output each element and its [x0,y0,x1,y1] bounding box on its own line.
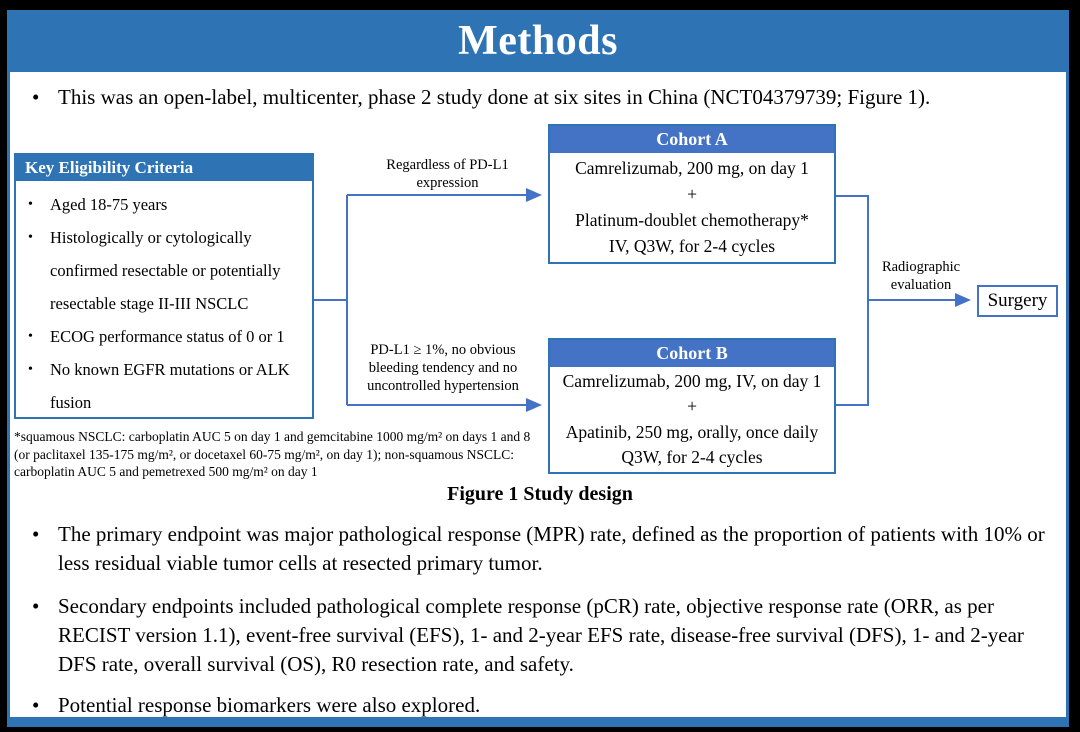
cohort-b-line: Camrelizumab, 200 mg, IV, on day 1 [562,371,822,392]
page-title: Methods [458,18,618,64]
figure-footnote: *squamous NSCLC: carboplatin AUC 5 on da… [14,429,531,479]
endpoint-bullet-text: The primary endpoint was major pathologi… [58,522,1045,575]
bullet-marker: • [32,522,40,546]
list-item: • Potential response biomarkers were als… [30,691,1045,720]
title-bar: Methods [7,10,1069,72]
list-item: • This was an open-label, multicenter, p… [30,83,1045,112]
cohort-a-box: Cohort A Camrelizumab, 200 mg, on day 1 … [548,124,836,264]
radiographic-evaluation-label: Radiographic evaluation [881,259,961,293]
cohort-a-body: Camrelizumab, 200 mg, on day 1 + Platinu… [550,153,834,262]
plus-sign: + [687,396,697,417]
endpoint-bullet-text: Potential response biomarkers were also … [58,693,481,717]
cohort-b-header: Cohort B [550,340,834,367]
bullet-marker: • [32,594,40,618]
cohort-a-line: IV, Q3W, for 2-4 cycles [608,236,776,256]
list-item: • Histologically or cytologically confir… [28,221,306,320]
cohort-b-line: Apatinib, 250 mg, orally, once daily [565,421,819,442]
eligibility-header: Key Eligibility Criteria [16,155,312,181]
eligibility-item-text: No known EGFR mutations or ALK fusion [50,360,290,412]
eligibility-box: Key Eligibility Criteria • Aged 18-75 ye… [14,153,314,419]
cohort-b-box: Cohort B Camrelizumab, 200 mg, IV, on da… [548,338,836,474]
eligibility-list: • Aged 18-75 years • Histologically or c… [16,181,312,419]
cohort-a-line: Platinum-doublet chemotherapy* [575,210,809,230]
bullet-marker: • [28,197,33,212]
plus-sign: + [687,184,697,204]
eligibility-item-text: Histologically or cytologically confirme… [50,228,281,313]
cohort-b-line: Q3W, for 2-4 cycles [621,446,763,467]
figure-caption: Figure 1 Study design [447,483,633,505]
cohort-a-line: Camrelizumab, 200 mg, on day 1 [575,158,809,178]
list-item: • Secondary endpoints included pathologi… [30,592,1045,679]
cohort-b-body: Camrelizumab, 200 mg, IV, on day 1 + Apa… [550,367,834,472]
list-item: • No known EGFR mutations or ALK fusion [28,353,306,419]
bullet-marker: • [28,362,33,377]
surgery-box: Surgery [977,285,1058,317]
eligibility-item-text: ECOG performance status of 0 or 1 [50,327,285,346]
bullet-marker: • [28,230,33,245]
intro-bullet-text: This was an open-label, multicenter, pha… [58,85,931,109]
bullet-marker: • [32,693,40,717]
bullet-marker: • [28,329,33,344]
branch-label-bottom: PD-L1 ≥ 1%, no obvious bleeding tendency… [367,342,519,394]
cohort-a-header: Cohort A [550,126,834,153]
list-item: • The primary endpoint was major patholo… [30,520,1045,578]
eligibility-item-text: Aged 18-75 years [50,195,168,214]
surgery-label: Surgery [987,290,1048,311]
branch-label-top: Regardless of PD-L1 expression [386,157,509,191]
endpoint-bullet-text: Secondary endpoints included pathologica… [58,594,1024,676]
list-item: • Aged 18-75 years [28,188,306,221]
bullet-marker: • [32,85,40,109]
list-item: • ECOG performance status of 0 or 1 [28,320,306,353]
